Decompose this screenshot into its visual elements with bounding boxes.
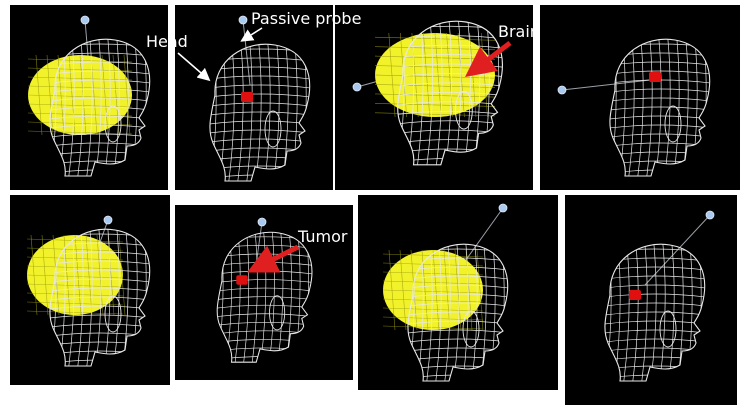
panel-1-render — [10, 5, 168, 190]
probe-tip — [239, 16, 247, 24]
panel-7-render — [358, 195, 558, 390]
tumor-mesh — [649, 72, 661, 82]
brain-mesh — [28, 55, 132, 135]
probe-line — [645, 215, 710, 285]
probe-tip — [104, 216, 112, 224]
head-label: Head — [146, 34, 188, 50]
panel-4-render — [540, 5, 740, 190]
probe-tip — [499, 204, 507, 212]
probe-tip — [353, 83, 361, 91]
tumor-mesh — [236, 275, 247, 285]
panel-5-render — [10, 195, 170, 385]
brain-label: Brain — [498, 24, 540, 40]
panel-2-render — [175, 5, 333, 190]
probe-tip — [706, 211, 714, 219]
panel-5 — [10, 195, 170, 385]
probe-tip — [81, 16, 89, 24]
probe-tip — [558, 86, 566, 94]
probe-line — [243, 20, 250, 85]
panel-8-render — [565, 195, 737, 405]
panel-2 — [175, 5, 333, 190]
panel-8 — [565, 195, 737, 405]
panel-1 — [10, 5, 168, 190]
passive-probe-label: Passive probe — [251, 11, 361, 27]
tumor-label: Tumor — [298, 229, 347, 245]
panel-4 — [540, 5, 740, 190]
tumor-mesh — [241, 92, 253, 102]
tumor-mesh — [629, 290, 641, 300]
panel-7 — [358, 195, 558, 390]
probe-line — [562, 80, 650, 90]
probe-tip — [258, 218, 266, 226]
